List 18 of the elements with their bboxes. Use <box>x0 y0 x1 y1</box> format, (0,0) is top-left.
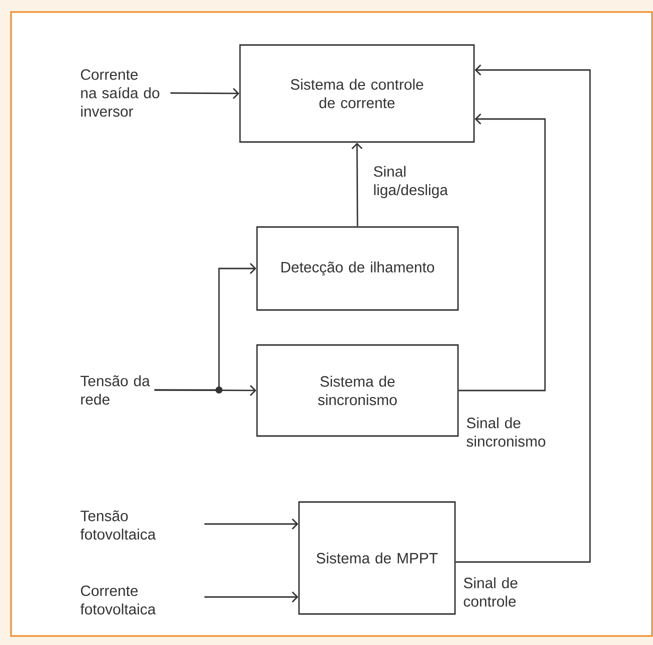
process-box: Sistema de controle de corrente <box>239 44 475 143</box>
arrow <box>154 384 256 396</box>
edge-label: Sinal de sincronismo <box>466 417 546 447</box>
edge-label: Sinal liga/desliga <box>374 166 448 198</box>
input-label: Tensão fotovoltaica <box>80 510 156 540</box>
arrow <box>204 592 298 602</box>
process-box: Sistema de MPPT <box>298 501 456 615</box>
arrow <box>352 142 363 226</box>
arrow <box>456 64 591 563</box>
arrow <box>204 518 298 530</box>
process-box: Detecção de ilhamento <box>256 226 459 311</box>
arrow <box>458 114 546 392</box>
edge-label: Sinal de controle <box>464 577 518 607</box>
process-box: Sistema de sincronismo <box>256 344 459 437</box>
input-label: Tensão da rede <box>80 375 150 405</box>
input-label: Corrente na saída do inversor <box>80 69 160 117</box>
arrow <box>170 88 240 99</box>
input-label: Corrente fotovoltaica <box>80 585 156 614</box>
